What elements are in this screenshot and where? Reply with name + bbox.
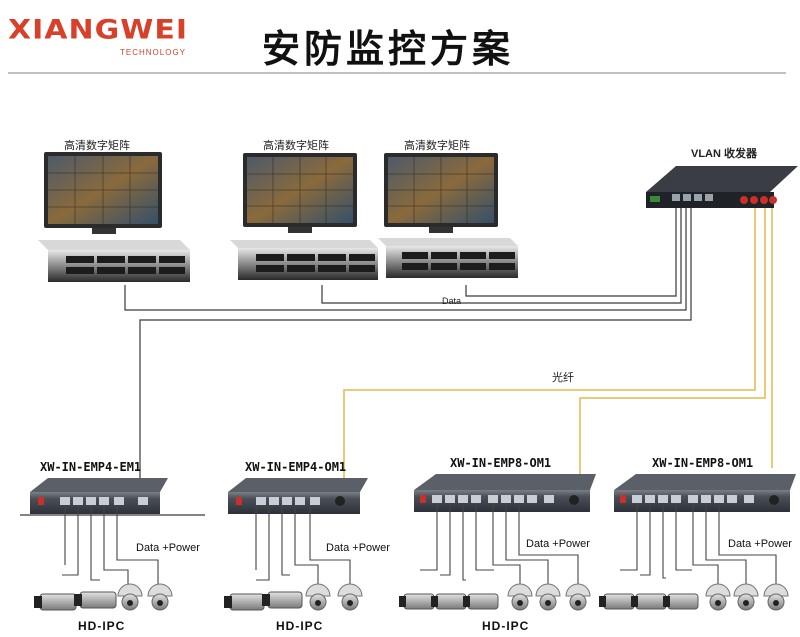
bullet-camera-icon xyxy=(399,593,435,610)
monitor-icon xyxy=(384,153,498,233)
bullet-camera-icon xyxy=(74,591,117,609)
nvr-icon xyxy=(378,238,518,278)
matrix-label: 高清数字矩阵 xyxy=(404,140,470,152)
poe-switch-icon xyxy=(414,474,596,512)
vlan-transceiver-label: VLAN 收发器 xyxy=(691,148,757,160)
dome-camera-icon xyxy=(117,583,143,611)
matrix-label: 高清数字矩阵 xyxy=(64,140,130,152)
data-power-label: Data +Power xyxy=(136,542,200,554)
camera-label: HD-IPC xyxy=(78,619,126,633)
dome-camera-icon xyxy=(507,583,533,611)
poe-switch-icon xyxy=(614,474,796,512)
nvr-icon xyxy=(230,240,378,280)
nvr-icon xyxy=(38,240,190,282)
logo-subtext: TECHNOLOGY xyxy=(120,48,187,57)
camera-cables xyxy=(62,503,777,585)
logo-text: XIANGWEI xyxy=(8,14,188,46)
bullet-camera-icon xyxy=(262,591,303,609)
monitor-icon xyxy=(243,153,357,233)
data-link-label: Data xyxy=(442,296,462,306)
dome-camera-icon xyxy=(337,583,363,611)
bullet-camera-icon xyxy=(34,593,77,611)
switch-model-label: XW-IN-EMP8-OM1 xyxy=(450,456,552,470)
vlan-transceiver-icon xyxy=(646,166,798,208)
poe-switch-icon xyxy=(30,478,168,514)
bullet-camera-icon xyxy=(431,593,467,610)
camera-label: HD-IPC xyxy=(276,619,324,633)
camera-label: HD-IPC xyxy=(482,619,530,633)
dome-camera-icon xyxy=(705,583,731,611)
bullet-camera-icon xyxy=(663,593,699,610)
switch-model-label: XW-IN-EMP4-EM1 xyxy=(40,460,142,474)
brand-logo: XIANGWEI TECHNOLOGY xyxy=(8,14,218,64)
monitor-icon xyxy=(44,152,162,234)
switch-model-label: XW-IN-EMP8-OM1 xyxy=(652,456,754,470)
switch-model-label: XW-IN-EMP4-OM1 xyxy=(245,460,347,474)
matrix-label: 高清数字矩阵 xyxy=(263,140,329,152)
bullet-camera-icon xyxy=(224,593,265,611)
dome-camera-icon xyxy=(147,583,173,611)
dome-camera-icon xyxy=(305,583,331,611)
poe-switch-icon xyxy=(228,478,368,514)
dome-camera-icon xyxy=(763,583,789,611)
header-divider xyxy=(8,72,786,74)
page-title: 安防监控方案 xyxy=(262,27,515,71)
data-power-label: Data +Power xyxy=(326,542,390,554)
dome-camera-icon xyxy=(535,583,561,611)
dome-camera-icon xyxy=(565,583,591,611)
bullet-camera-icon xyxy=(599,593,635,610)
dome-camera-icon xyxy=(733,583,759,611)
fiber-cables xyxy=(343,205,773,488)
fiber-label: 光纤 xyxy=(552,372,574,384)
data-cables xyxy=(20,205,692,516)
bullet-camera-icon xyxy=(631,593,667,610)
data-power-label: Data +Power xyxy=(526,538,590,550)
bullet-camera-icon xyxy=(463,593,499,610)
data-power-label: Data +Power xyxy=(728,538,792,550)
